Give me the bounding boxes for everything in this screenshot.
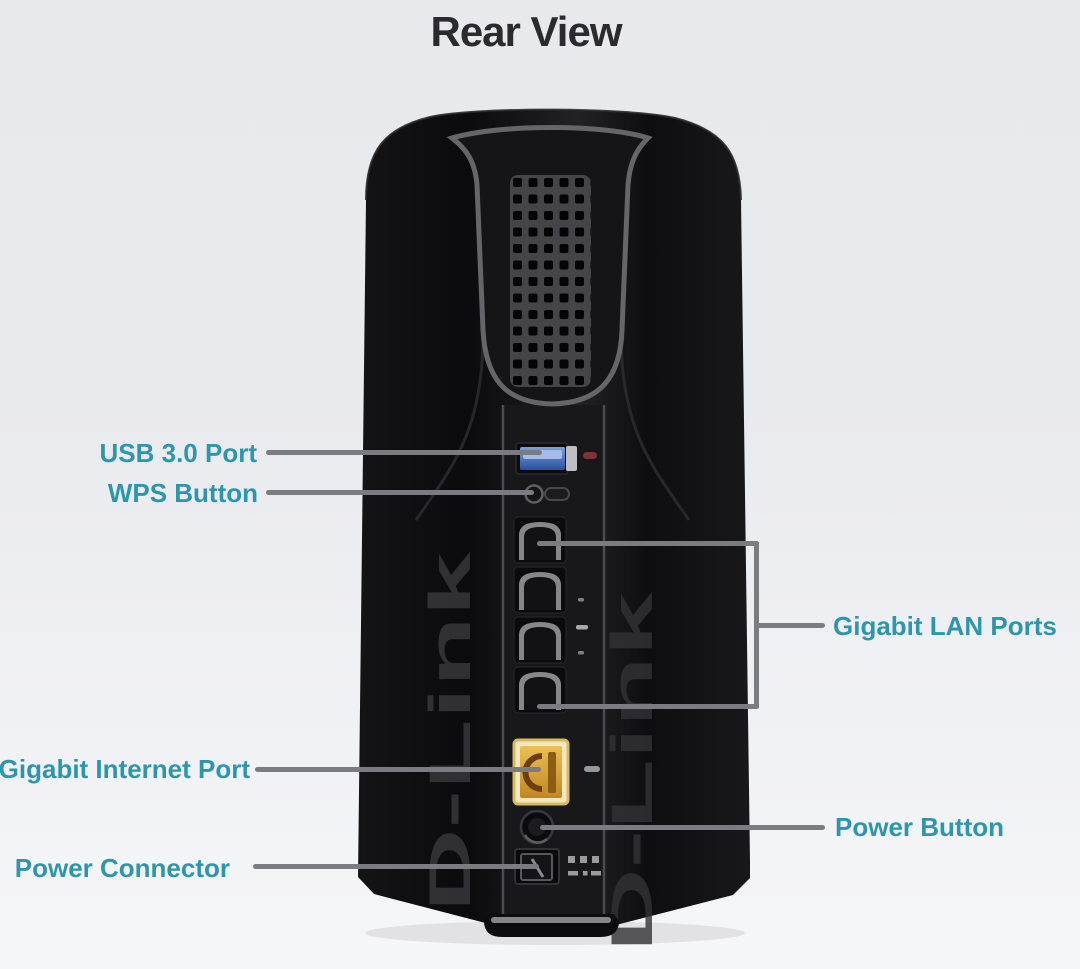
- wps-callout-line: [266, 490, 534, 495]
- lan-led-markers: [576, 598, 588, 655]
- body-contour-right: [619, 334, 691, 521]
- usb-indicator-led: [583, 452, 597, 459]
- page-title: Rear View: [430, 8, 622, 55]
- internet-port-marker: [584, 766, 600, 772]
- lan-port-3: [513, 616, 567, 664]
- brand-logo-right: D-Link: [600, 591, 665, 952]
- wps-button: [524, 484, 570, 504]
- lan-port-4: [513, 666, 567, 714]
- usb-callout-line: [266, 450, 542, 455]
- base-stand: [484, 914, 619, 937]
- body-contour-left: [414, 334, 485, 521]
- wps-button-label: WPS Button: [107, 478, 258, 508]
- lan-callout-line-top: [537, 541, 759, 546]
- usb-port-label: USB 3.0 Port: [99, 438, 258, 468]
- lan-callout-line-bottom: [537, 704, 759, 709]
- vent-grille-holes: [510, 175, 591, 387]
- router-illustration: D-Link D-Link: [358, 108, 750, 952]
- internet-port: [512, 738, 600, 806]
- brand-logo-left: D-Link: [418, 551, 483, 912]
- internet-port-label: Gigabit Internet Port: [0, 754, 250, 784]
- lan-callout-line-mid: [756, 623, 825, 628]
- lan-port-1: [513, 516, 567, 564]
- power-button-callout-line: [540, 825, 825, 830]
- lan-ports-label: Gigabit LAN Ports: [833, 611, 1057, 641]
- power-rating-markings: [568, 856, 601, 876]
- internet-callout-line: [255, 767, 541, 772]
- router-top-edge-highlight: [365, 108, 742, 201]
- power-button-label: Power Button: [835, 812, 1004, 842]
- lan-port-2: [513, 566, 567, 614]
- power-connector-label: Power Connector: [14, 853, 230, 883]
- power-button: [519, 809, 555, 845]
- power-connector-callout-line: [253, 864, 539, 869]
